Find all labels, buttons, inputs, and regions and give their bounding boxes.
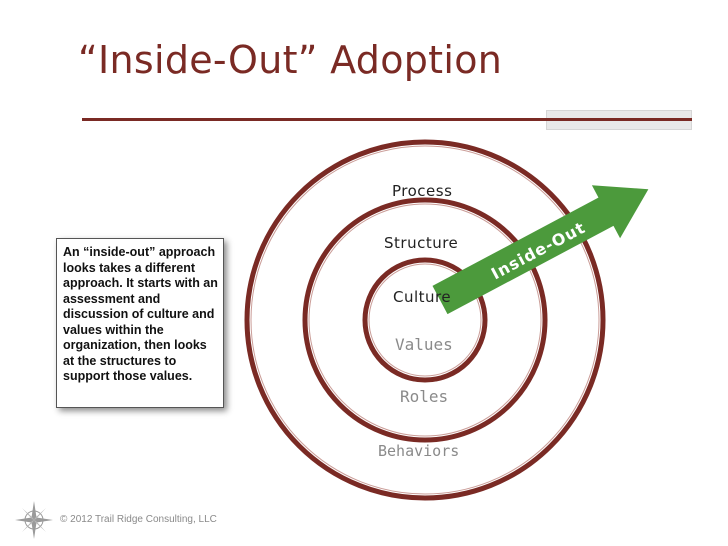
label-values: Values	[395, 335, 453, 354]
ring-culture-texture	[368, 263, 482, 377]
ring-structure-texture	[308, 203, 542, 437]
ring-culture	[362, 257, 488, 383]
label-structure: Structure	[384, 234, 458, 252]
ring-process	[244, 139, 606, 501]
compass-rose-icon	[15, 501, 53, 539]
label-culture: Culture	[393, 288, 451, 306]
callout-box: An “inside-out” approach looks takes a d…	[56, 238, 224, 408]
label-process: Process	[392, 182, 452, 200]
label-behaviors: Behaviors	[378, 442, 459, 460]
ring-process-texture	[250, 145, 600, 495]
title-rule	[82, 118, 692, 121]
slide-title: “Inside-Out” Adoption	[78, 38, 503, 82]
label-roles: Roles	[400, 387, 448, 406]
ring-structure	[302, 197, 548, 443]
copyright-footer: © 2012 Trail Ridge Consulting, LLC	[60, 514, 217, 525]
callout-text: An “inside-out” approach looks takes a d…	[63, 245, 218, 383]
